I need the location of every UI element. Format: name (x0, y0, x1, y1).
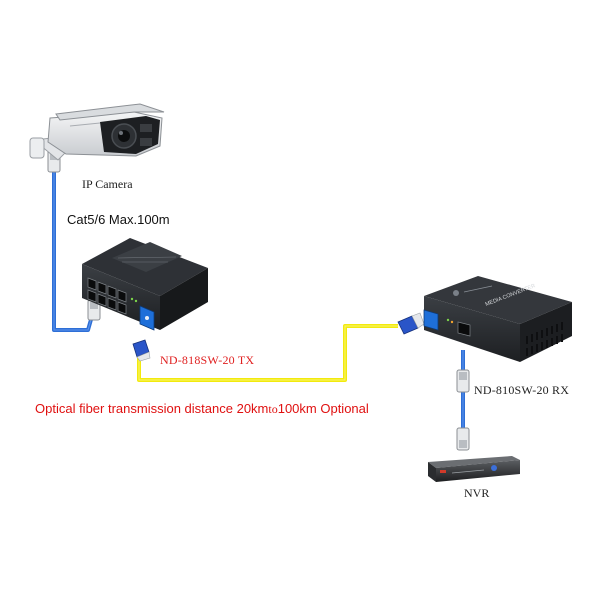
rj45-plug-rx (456, 369, 470, 393)
ethernet-cable-camera (52, 170, 94, 332)
rx-media-converter: MEDIA CONVERTER (423, 276, 572, 362)
fiber-connector-rx (397, 312, 425, 335)
fiber-connector-tx (132, 339, 151, 362)
tx-device-label: ND-818SW-20 TX (160, 353, 255, 367)
fiber-cable (137, 324, 398, 382)
rx-device-label: ND-810SW-20 RX (474, 383, 570, 397)
rj45-plug-nvr (456, 427, 470, 451)
fiber-distance-mid: to (268, 402, 278, 416)
fiber-distance-prefix: Optical fiber transmission distance 20km (35, 401, 269, 416)
tx-fiber-switch (82, 238, 208, 331)
fiber-distance-label: Optical fiber transmission distance 20km… (35, 402, 369, 415)
fiber-distance-suffix: 100km Optional (277, 401, 369, 416)
cable-spec-label: Cat5/6 Max.100m (67, 212, 170, 227)
camera-label: IP Camera (82, 177, 133, 191)
nvr-recorder (428, 456, 520, 482)
ip-camera (29, 103, 165, 161)
nvr-label: NVR (464, 486, 490, 500)
